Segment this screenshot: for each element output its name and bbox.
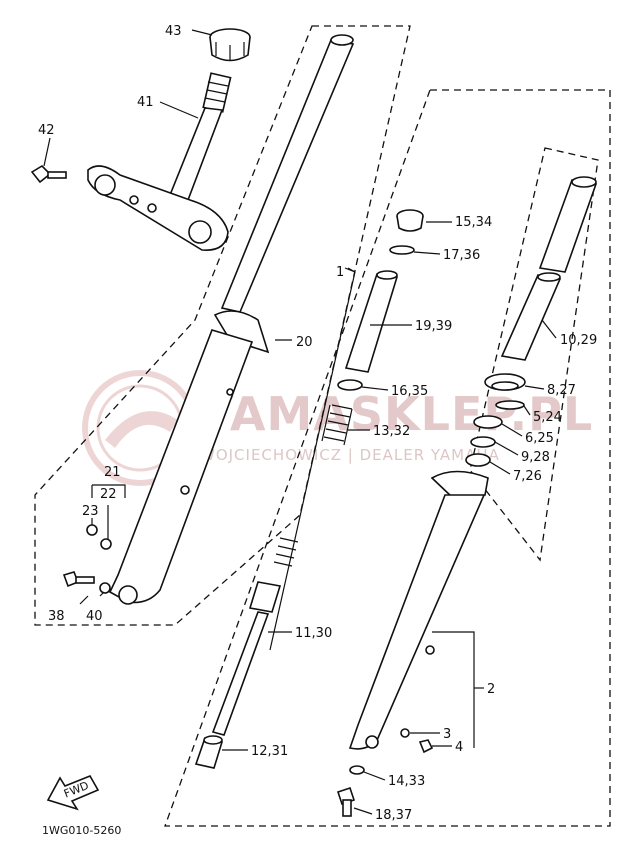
inner-rod-group-boundary [469, 147, 599, 562]
callout-labels: 43 41 42 20 21 22 23 38 40 1 15,34 17,36… [38, 24, 597, 823]
lower-bracket-part-41 [87, 72, 232, 251]
steering-nut-part-43 [209, 28, 251, 62]
callout-22: 22 [100, 487, 117, 502]
bolt-part-4 [418, 739, 434, 754]
callout-1: 1 [336, 265, 344, 280]
oil-seal-part-8-27 [484, 373, 526, 391]
washer-part-40 [99, 582, 111, 594]
callout-42: 42 [38, 123, 55, 138]
right-fork-group-boundary [164, 89, 611, 827]
callout-40: 40 [86, 609, 103, 624]
callout-41: 41 [137, 95, 154, 110]
bolt-part-38 [62, 571, 95, 588]
callout-7-26: 7,26 [513, 469, 542, 484]
left-fork-group-boundary [34, 25, 411, 626]
callout-13-32: 13,32 [373, 424, 410, 439]
washer-part-16-35 [337, 379, 363, 391]
taper-spindle-part-12-31 [194, 735, 224, 769]
leader-lines [43, 29, 557, 815]
spring-part-13-32 [321, 404, 353, 446]
spacer-part-19-39 [344, 270, 399, 373]
gasket-part-14-33 [349, 765, 365, 775]
washer-part-9-28 [470, 436, 496, 448]
callout-4: 4 [455, 740, 463, 755]
callout-5-24: 5,24 [533, 410, 562, 425]
bolt-part-23 [86, 524, 98, 536]
callout-20: 20 [296, 335, 313, 350]
callout-10-29: 10,29 [560, 333, 597, 348]
callout-23: 23 [82, 504, 99, 519]
watermark-subtitle: WOJCIECHOWICZ | DEALER YAMAHA [200, 446, 500, 464]
oil-seal-part-6-25 [473, 415, 503, 429]
bushing-part-7-26 [465, 453, 491, 467]
callout-16-35: 16,35 [391, 384, 428, 399]
o-ring-part-17-36 [389, 245, 415, 255]
damper-rod-part-11-30 [211, 537, 299, 736]
left-fork-assembly-part-20 [108, 34, 355, 605]
callout-3: 3 [443, 727, 451, 742]
callout-19-39: 19,39 [415, 319, 452, 334]
watermark-title: YAMASKLEP.PL [199, 387, 593, 441]
callout-18-37: 18,37 [375, 808, 412, 823]
clip-part-5-24 [495, 400, 525, 410]
callout-12-31: 12,31 [251, 744, 288, 759]
bolt-part-42 [30, 164, 67, 184]
callout-2: 2 [487, 682, 495, 697]
washer-part-3 [400, 728, 410, 738]
callout-9-28: 9,28 [521, 450, 550, 465]
watermark: YAMASKLEP.PL WOJCIECHOWICZ | DEALER YAMA… [82, 370, 593, 486]
callout-8-27: 8,27 [547, 383, 576, 398]
callout-38: 38 [48, 609, 65, 624]
fwd-arrow-icon: FWD [46, 774, 100, 811]
cap-bolt-part-15-34 [396, 209, 424, 232]
callout-11-30: 11,30 [295, 626, 332, 641]
callout-21: 21 [104, 465, 121, 480]
outer-tube-part-2 [348, 470, 489, 750]
washer-part-22 [100, 538, 112, 550]
diagram-code: 1WG010-5260 [42, 824, 121, 837]
inner-tube-upper-part-10-29 [500, 176, 598, 361]
callout-43: 43 [165, 24, 182, 39]
callout-17-36: 17,36 [443, 248, 480, 263]
callout-6-25: 6,25 [525, 431, 554, 446]
bolt-part-18-37 [336, 786, 356, 817]
callout-14-33: 14,33 [388, 774, 425, 789]
callout-15-34: 15,34 [455, 215, 492, 230]
